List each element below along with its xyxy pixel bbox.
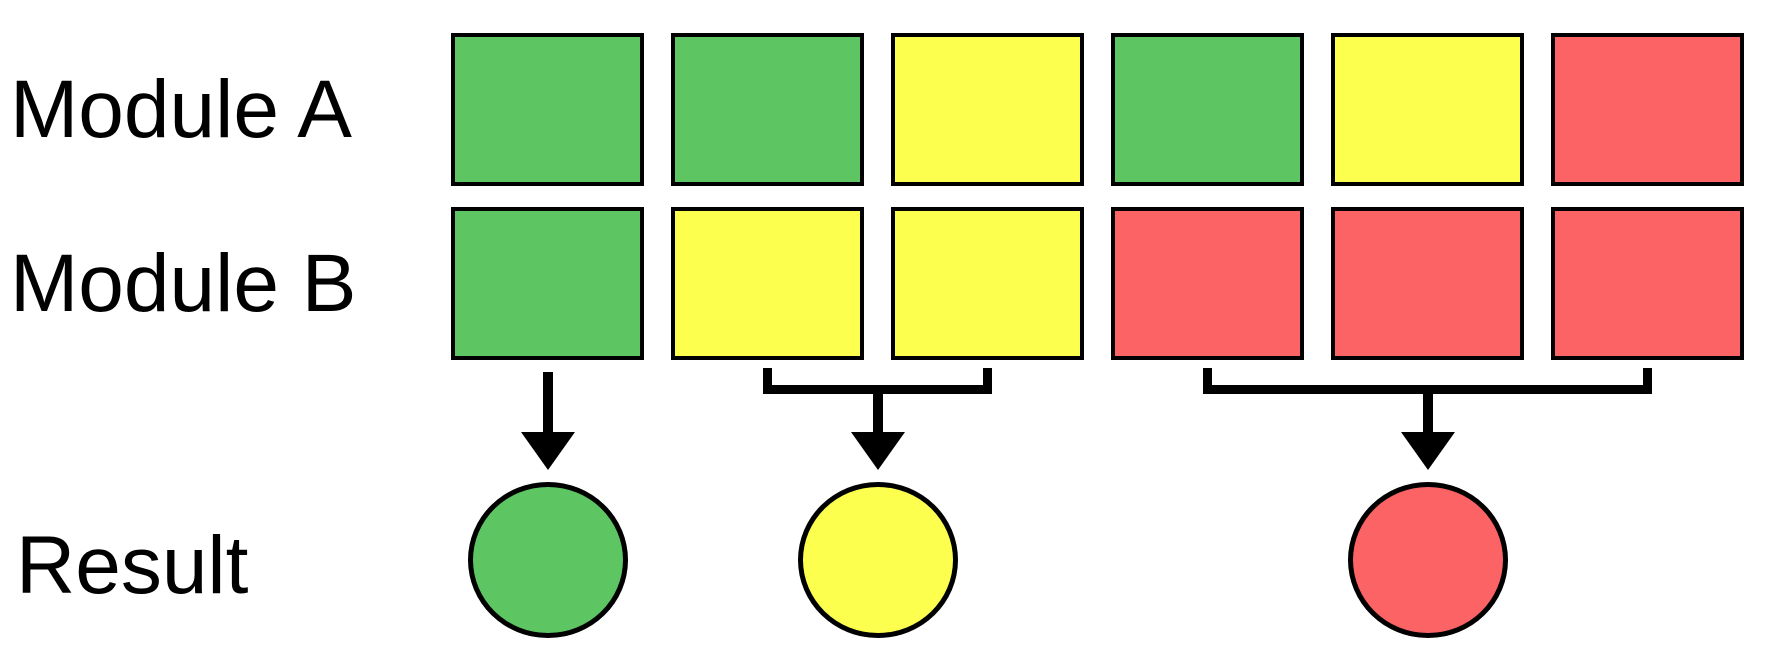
arrow-shaft-green (542, 372, 553, 436)
result-circle-green (467, 482, 628, 638)
module-a-square-6 (1551, 33, 1744, 186)
arrow-head-yellow (850, 432, 905, 470)
bracket-red-group (1203, 368, 1652, 394)
module-a-square-3 (891, 33, 1084, 186)
module-a-square-2 (671, 33, 864, 186)
module-b-square-1 (451, 207, 644, 360)
arrow-head-green (520, 432, 575, 470)
result-circle-red (1347, 482, 1508, 638)
module-b-square-5 (1331, 207, 1524, 360)
module-a-square-4 (1111, 33, 1304, 186)
module-a-square-1 (451, 33, 644, 186)
label-module-b: Module B (10, 238, 357, 329)
arrow-shaft-red (1422, 392, 1433, 436)
module-b-square-4 (1111, 207, 1304, 360)
label-module-a: Module A (10, 64, 352, 155)
module-b-square-6 (1551, 207, 1744, 360)
module-b-square-2 (671, 207, 864, 360)
result-circle-yellow (797, 482, 958, 638)
module-b-square-3 (891, 207, 1084, 360)
label-result: Result (16, 520, 249, 611)
arrow-head-red (1400, 432, 1455, 470)
module-a-square-5 (1331, 33, 1524, 186)
bracket-yellow-group (763, 368, 992, 394)
arrow-shaft-yellow (872, 392, 883, 436)
